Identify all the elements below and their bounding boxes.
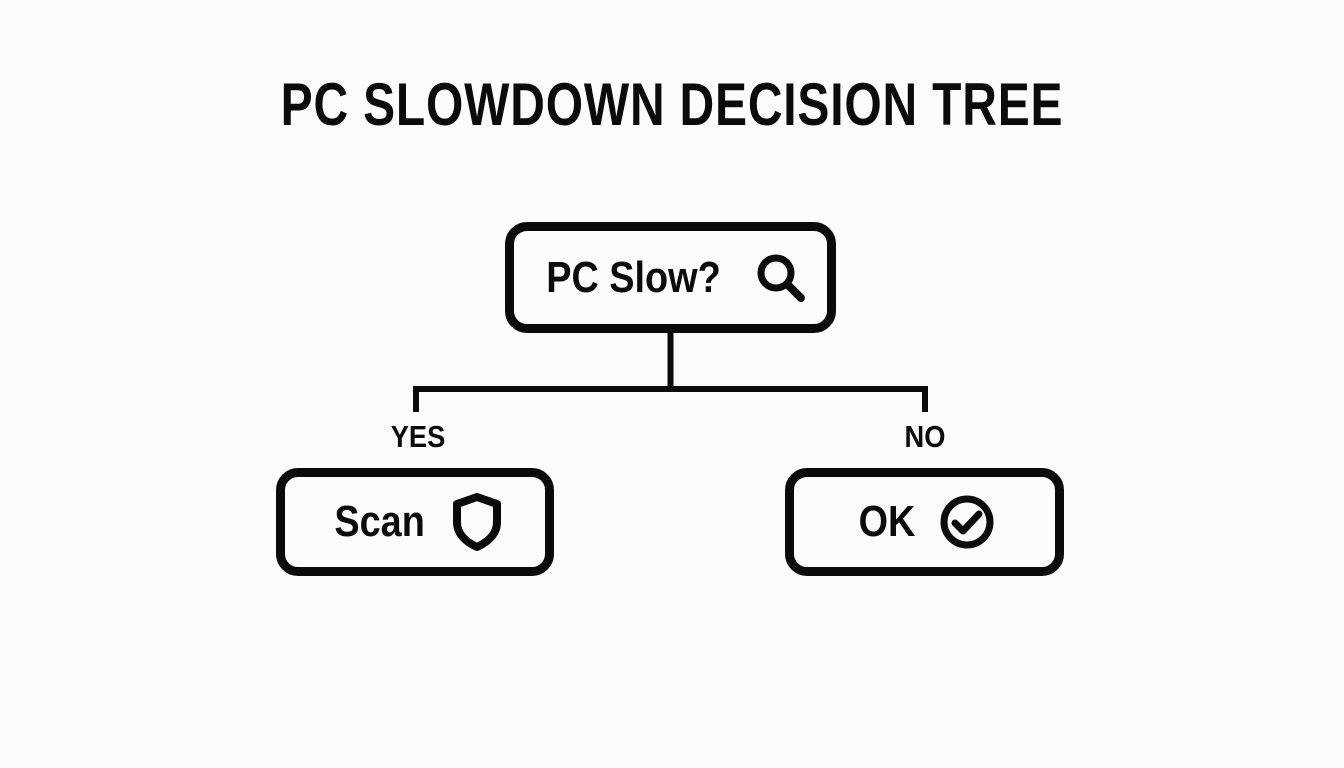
page-title: PC SLOWDOWN DECISION TREE bbox=[280, 71, 1064, 138]
node-ok-content: OK bbox=[854, 493, 996, 551]
shield-icon bbox=[451, 492, 503, 552]
edge-label-no: NO bbox=[904, 419, 946, 454]
node-ok-label: OK bbox=[858, 497, 915, 546]
node-pc-slow[interactable]: PC Slow? bbox=[505, 222, 836, 333]
node-pc-slow-label: PC Slow? bbox=[546, 252, 721, 302]
node-scan[interactable]: Scan bbox=[276, 468, 554, 576]
node-scan-label: Scan bbox=[334, 497, 426, 546]
search-icon bbox=[753, 250, 809, 306]
node-scan-content: Scan bbox=[327, 492, 502, 552]
node-pc-slow-content: PC Slow? bbox=[532, 250, 809, 306]
edge-label-yes: YES bbox=[390, 419, 446, 454]
check-circle-icon bbox=[938, 493, 996, 551]
node-ok[interactable]: OK bbox=[785, 468, 1064, 576]
